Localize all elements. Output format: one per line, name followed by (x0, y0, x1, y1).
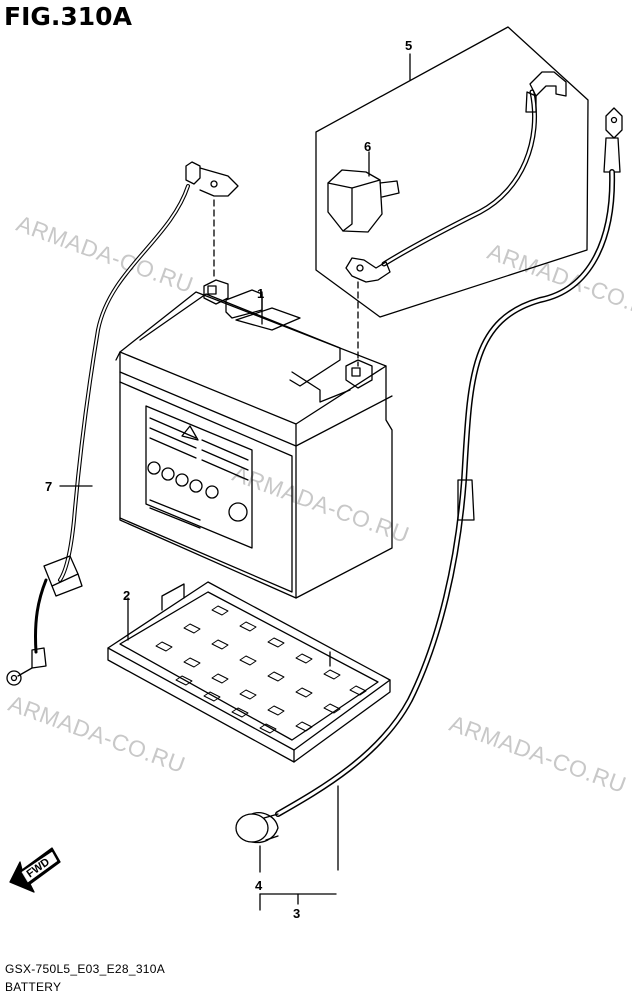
part-5-group-panel (315, 26, 589, 318)
callout-4: 4 (255, 878, 263, 893)
figure-code: GSX-750L5_E03_E28_310A (5, 962, 166, 976)
part-1-battery (115, 279, 393, 599)
part-7-lead-wire (6, 161, 239, 686)
figure-title: FIG.310A (4, 2, 132, 31)
callout-1: 1 (257, 286, 264, 301)
part-2-battery-tray (107, 581, 391, 763)
callout-3: 3 (293, 906, 300, 921)
part-4-terminal-cap (235, 812, 279, 844)
callout-5: 5 (405, 38, 412, 53)
callout-6: 6 (364, 139, 371, 154)
figure-caption: BATTERY (5, 980, 62, 994)
callout-2: 2 (123, 588, 130, 603)
part-6-terminal-cover (327, 169, 400, 233)
callout-7: 7 (45, 479, 52, 494)
part-3-battery-cable (275, 107, 623, 817)
part-5-battery-cable (345, 71, 567, 283)
fwd-arrow-icon (9, 847, 61, 893)
